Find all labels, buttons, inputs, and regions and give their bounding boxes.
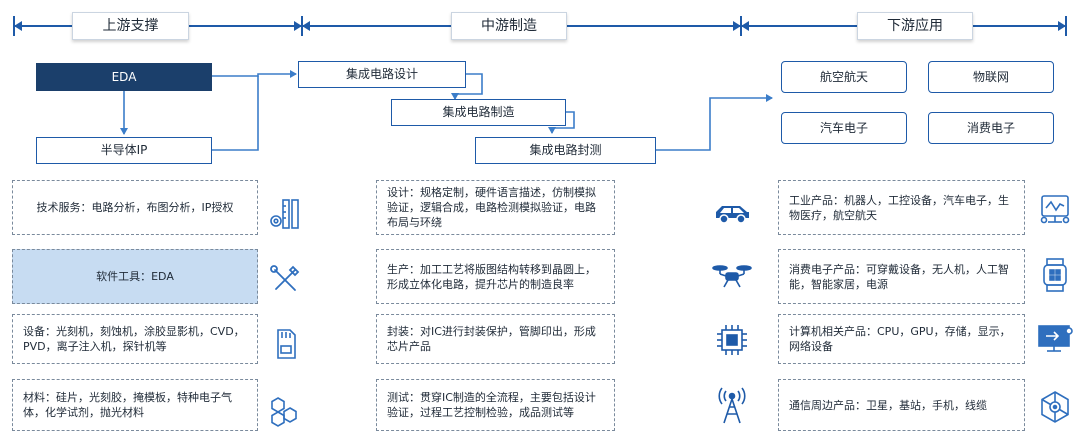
app-aerospace: 航空航天 — [781, 61, 907, 93]
molecule-icon — [271, 397, 297, 427]
downstream-card-industrial: 工业产品：机器人，工控设备，汽车电子，生物医疗，航空航天 — [778, 180, 1025, 235]
ruler-gear-icon — [270, 199, 299, 229]
stage-downstream-label: 下游应用 — [857, 12, 973, 40]
app-auto-electronics: 汽车电子 — [781, 112, 907, 144]
flow-packaging: 集成电路封测 — [475, 137, 656, 164]
app-iot: 物联网 — [928, 61, 1054, 93]
downstream-card-computer: 计算机相关产品：CPU，GPU，存储，显示，网络设备 — [778, 314, 1025, 364]
drone-icon — [712, 265, 752, 288]
robot-icon — [1040, 195, 1070, 224]
app-consumer-electronics: 消费电子 — [928, 112, 1054, 144]
flow-eda: EDA — [36, 63, 212, 91]
arrow-pkg-to-apps — [656, 94, 773, 151]
upstream-card-tech-services: 技术服务：电路分析，布图分析，IP授权 — [12, 180, 258, 235]
flow-ip: 半导体IP — [36, 137, 212, 164]
network-icon — [1041, 391, 1069, 423]
flow-manufacturing: 集成电路制造 — [391, 99, 566, 126]
sd-card-icon — [277, 329, 296, 359]
monitor-icon — [1038, 325, 1073, 352]
arrow-ip-to-design — [212, 76, 259, 151]
smartwatch-icon — [1043, 258, 1067, 292]
midstream-card-production: 生产：加工工艺将版图结构转移到晶圆上，形成立体化电路，提升芯片的制造良率 — [376, 249, 615, 304]
arrow-mfg-to-pkg — [548, 111, 575, 134]
flow-design: 集成电路设计 — [298, 61, 466, 88]
midstream-card-design: 设计：规格定制，硬件语言描述，仿制模拟验证，逻辑合成，电路检测模拟验证，电路布局… — [376, 180, 615, 235]
stage-midstream-label: 中游制造 — [451, 12, 567, 40]
upstream-card-equipment: 设备：光刻机，刻蚀机，涂胶显影机，CVD，PVD，离子注入机，探针机等 — [12, 314, 258, 364]
arrow-eda-to-design — [212, 70, 297, 78]
downstream-card-consumer: 消费电子产品：可穿戴设备，无人机，人工智能，智能家居，电源 — [778, 249, 1025, 304]
downstream-card-communication: 通信周边产品：卫星，基站，手机，线缆 — [778, 379, 1025, 431]
midstream-card-packaging: 封装：对IC进行封装保护，管脚印出，形成芯片产品 — [376, 314, 615, 364]
chip-icon — [717, 325, 747, 355]
tools-icon — [270, 265, 300, 291]
car-icon — [716, 206, 749, 224]
upstream-card-software: 软件工具：EDA — [12, 249, 258, 304]
upstream-card-materials: 材料：硅片，光刻胶，掩模板，特种电子气体，化学试剂，抛光材料 — [12, 379, 258, 431]
stage-upstream-label: 上游支撑 — [72, 12, 189, 40]
arrow-design-to-mfg — [451, 73, 483, 100]
midstream-card-testing: 测试：贯穿IC制造的全流程，主要包括设计验证，过程工艺控制检验，成品测试等 — [376, 379, 615, 431]
antenna-tower-icon — [718, 387, 746, 424]
